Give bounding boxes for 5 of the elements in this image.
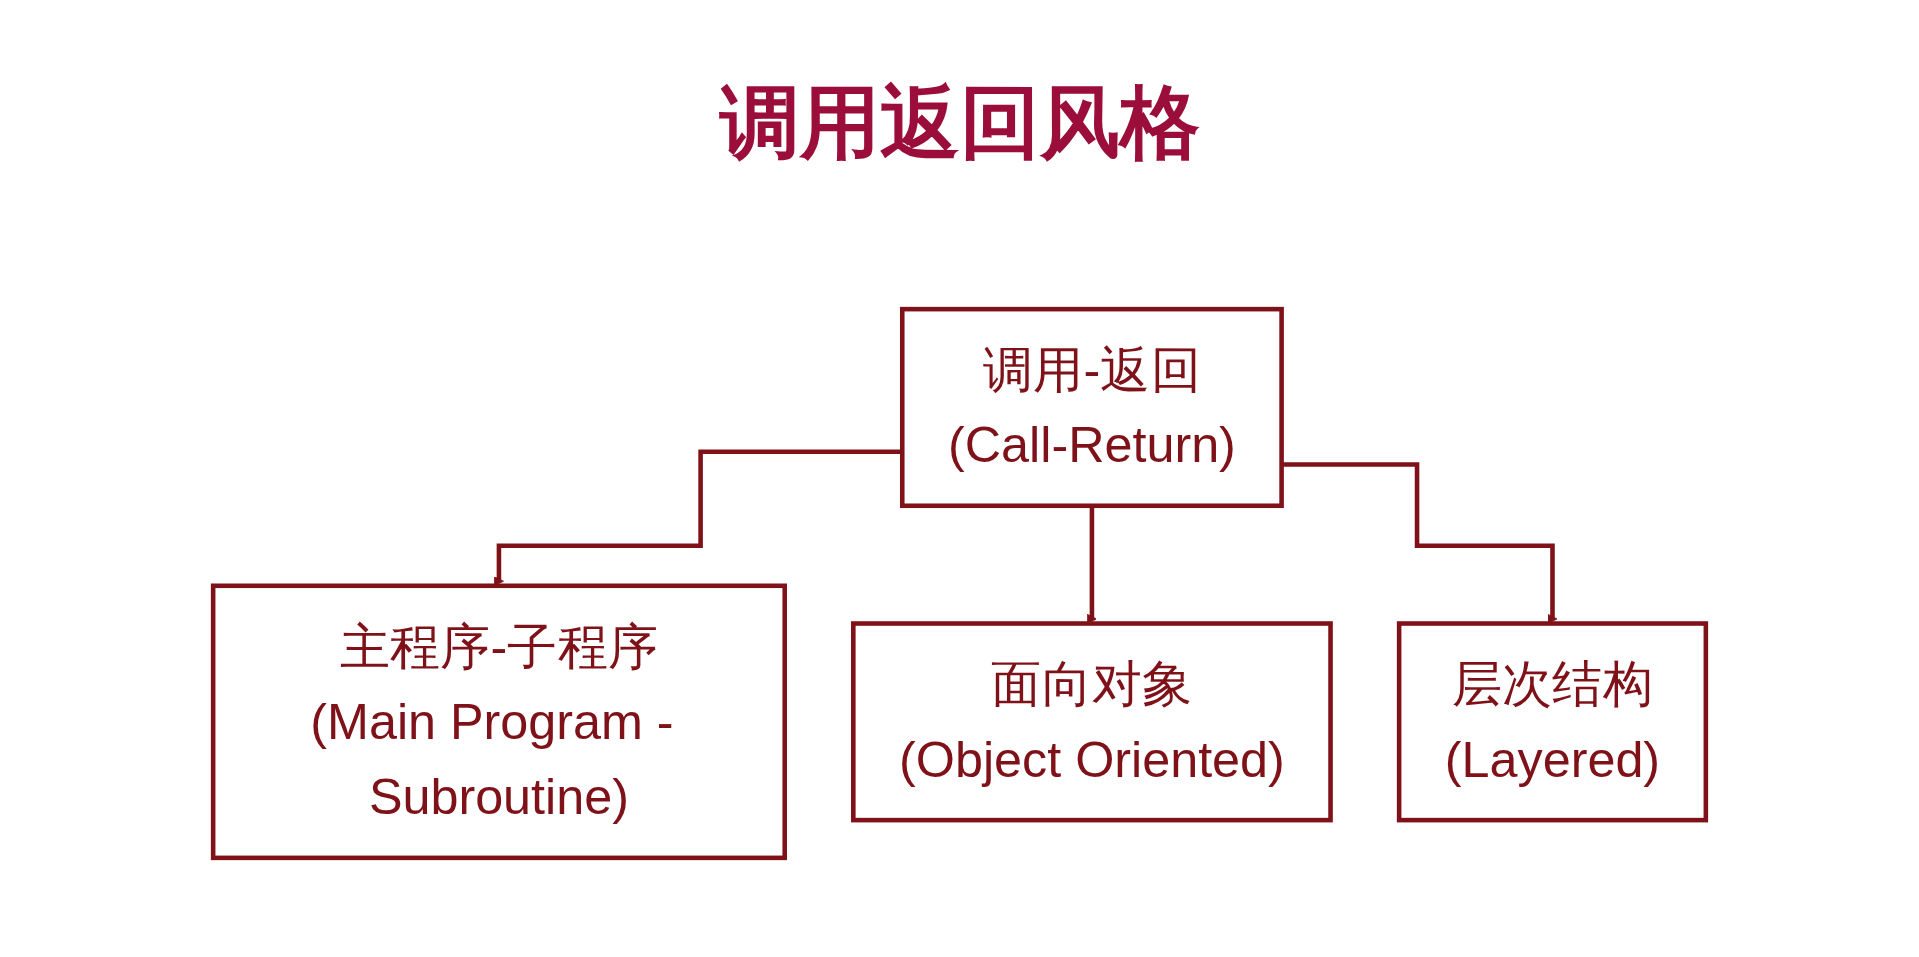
node-box: 层次结构 (Layered) [1396, 621, 1709, 823]
diagram-title: 调用返回风格 [719, 77, 1200, 169]
node-box: 调用-返回 (Call-Return) [899, 306, 1284, 509]
node-box: 主程序-子程序 (Main Program - Subroutine) [210, 583, 787, 861]
node-box: 面向对象 (Object Oriented) [851, 621, 1333, 823]
